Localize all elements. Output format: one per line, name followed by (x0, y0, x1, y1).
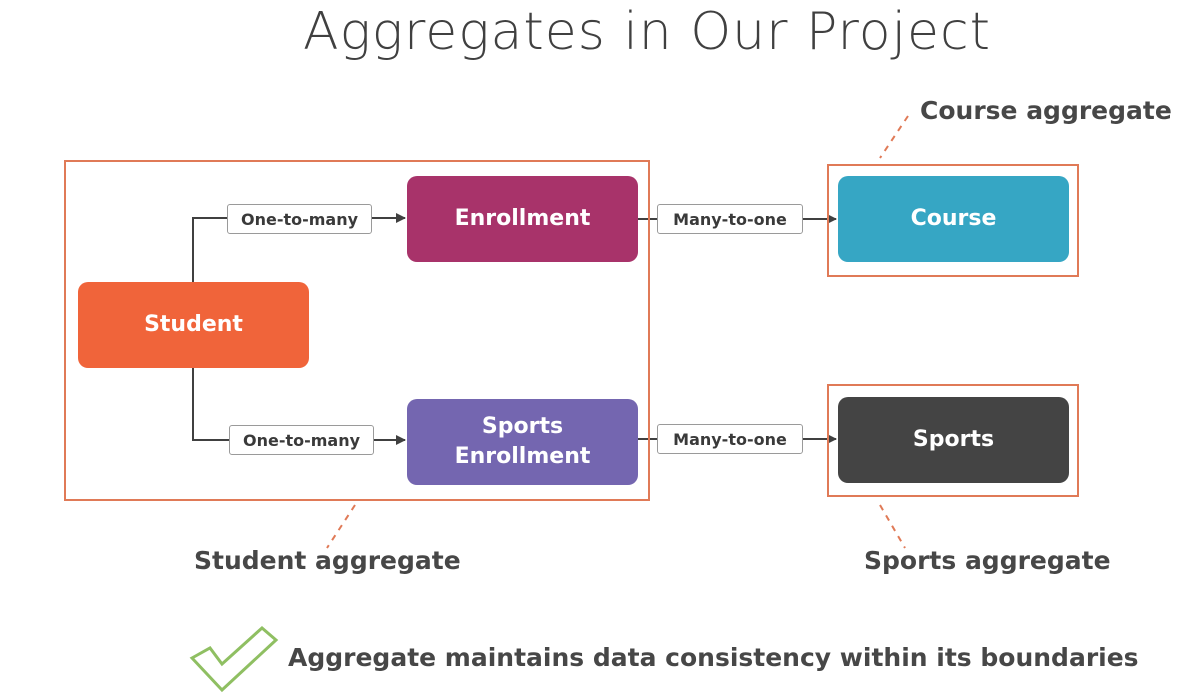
course-aggregate-label: Course aggregate (920, 96, 1172, 125)
relationship-label-sports-enrollment-sports: Many-to-one (657, 424, 803, 454)
entity-course: Course (838, 176, 1069, 262)
relationship-label-student-sports-enrollment: One-to-many (229, 425, 374, 455)
entity-student: Student (78, 282, 309, 368)
student-aggregate-boundary (64, 160, 650, 501)
leader-sports-aggregate (879, 504, 906, 549)
consistency-note: Aggregate maintains data consistency wit… (288, 643, 1139, 672)
leader-course-aggregate (879, 115, 909, 159)
sports-aggregate-boundary (827, 384, 1079, 497)
course-aggregate-boundary (827, 164, 1079, 277)
entity-enrollment: Enrollment (407, 176, 638, 262)
leader-student-aggregate (326, 504, 356, 549)
relationship-label-enrollment-course: Many-to-one (657, 204, 803, 234)
checkmark-icon (189, 626, 279, 693)
sports-enrollment-line-1: Sports (481, 414, 564, 439)
student-aggregate-label: Student aggregate (194, 546, 461, 575)
entity-sports: Sports (838, 397, 1069, 483)
entity-sports-enrollment: Sports Enrollment (407, 399, 638, 485)
sports-aggregate-label: Sports aggregate (864, 546, 1111, 575)
relationship-label-student-enrollment: One-to-many (227, 204, 372, 234)
page-title: Aggregates in Our Project (303, 2, 991, 62)
sports-enrollment-line-2: Enrollment (454, 444, 591, 469)
